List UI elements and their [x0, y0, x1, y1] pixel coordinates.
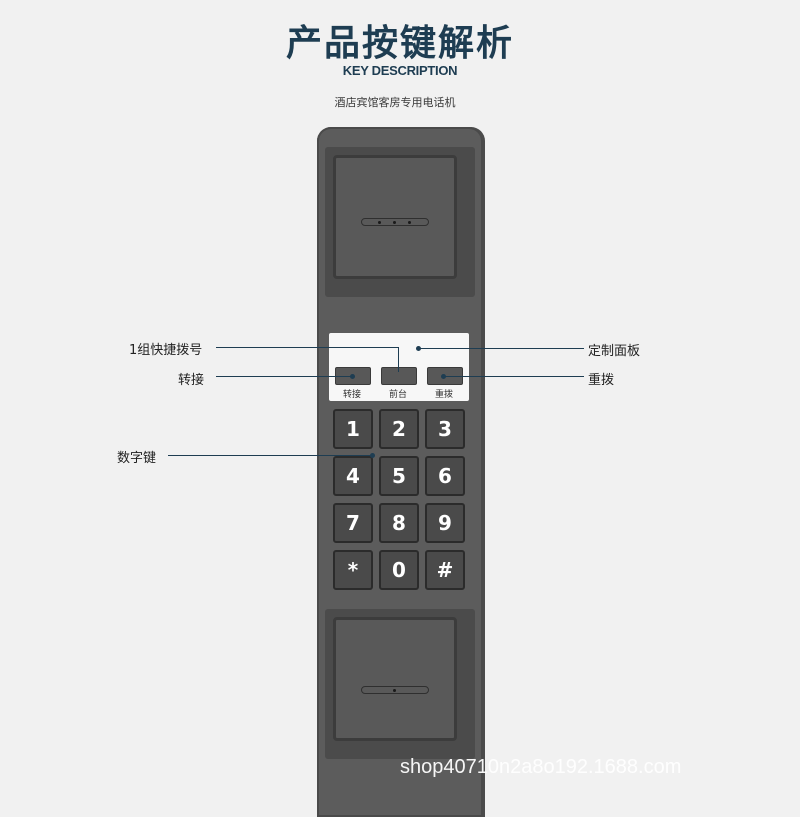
key-7[interactable]: 7 [333, 503, 373, 543]
transfer-label: 转接 [342, 390, 361, 400]
callout-line-speed-dial-drop [398, 347, 399, 372]
callout-dot-redial [441, 374, 446, 379]
callout-speed-dial: 1组快捷拨号 [129, 343, 203, 358]
key-0[interactable]: 0 [379, 550, 419, 590]
front-desk-label: 前台 [388, 390, 407, 400]
front-desk-button[interactable] [381, 367, 417, 385]
callout-line-digits [168, 455, 372, 456]
key-1[interactable]: 1 [333, 409, 373, 449]
key-8[interactable]: 8 [379, 503, 419, 543]
mouthpiece [325, 609, 475, 759]
callout-line-transfer [216, 376, 352, 377]
mouthpiece-cover [333, 617, 457, 741]
callout-redial: 重拨 [588, 373, 615, 388]
microphone-slot-icon [361, 686, 429, 694]
callout-digits: 数字键 [117, 451, 157, 466]
phone-handset: 转接 前台 重拨 1 2 3 4 5 6 7 8 9 * 0 # [317, 127, 483, 817]
callout-dot-custom-panel [416, 346, 421, 351]
key-9[interactable]: 9 [425, 503, 465, 543]
callout-line-custom-panel [419, 348, 584, 349]
key-4[interactable]: 4 [333, 456, 373, 496]
earpiece-cover [333, 155, 457, 279]
key-2[interactable]: 2 [379, 409, 419, 449]
callout-line-speed-dial [216, 347, 398, 348]
key-6[interactable]: 6 [425, 456, 465, 496]
page-subtitle: KEY DESCRIPTION [342, 63, 458, 78]
key-hash[interactable]: # [425, 550, 465, 590]
callout-transfer: 转接 [178, 373, 205, 388]
key-star[interactable]: * [333, 550, 373, 590]
key-5[interactable]: 5 [379, 456, 419, 496]
callout-line-redial [444, 376, 584, 377]
product-description: 酒店宾馆客房专用电话机 [334, 96, 456, 109]
speaker-slot-icon [361, 218, 429, 226]
page-title: 产品按键解析 [285, 23, 514, 64]
key-3[interactable]: 3 [425, 409, 465, 449]
watermark: shop40710n2a8o192.1688.com [400, 756, 682, 778]
callout-dot-digits [370, 453, 375, 458]
callout-custom-panel: 定制面板 [588, 344, 641, 359]
earpiece [325, 147, 475, 297]
custom-panel: 转接 前台 重拨 [329, 333, 469, 401]
redial-label: 重拨 [434, 390, 453, 400]
callout-dot-transfer [350, 374, 355, 379]
